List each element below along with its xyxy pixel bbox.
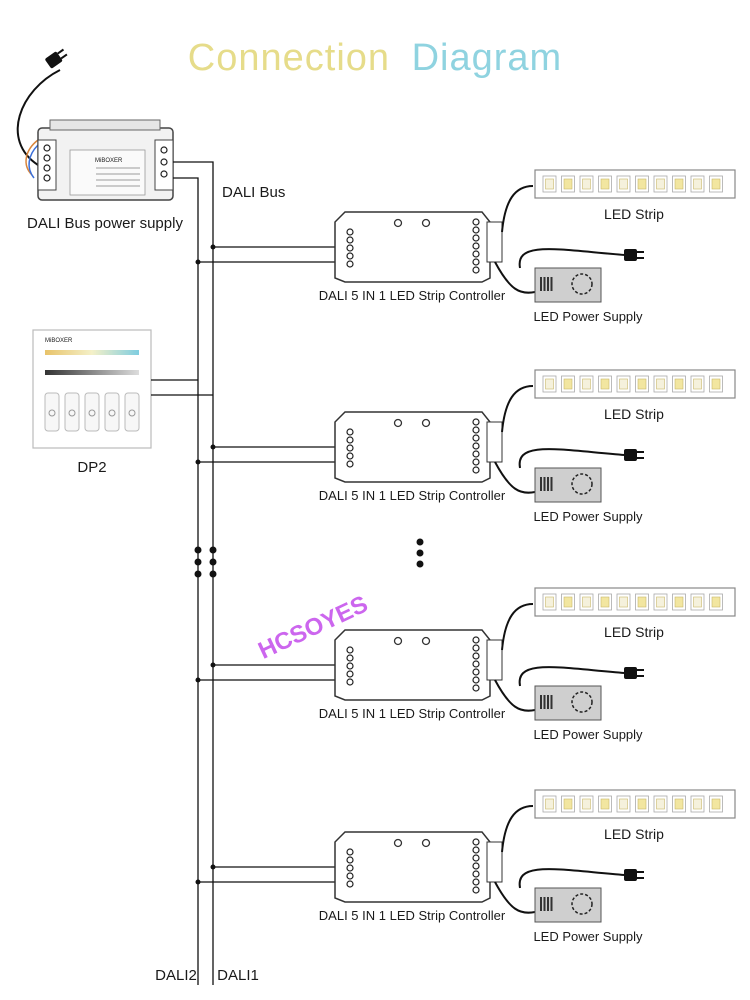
- controller-group: DALI 5 IN 1 LED Strip Controller LED Stri…: [195, 789, 736, 944]
- plug-icon: [624, 449, 644, 461]
- fan-icon: [571, 893, 593, 915]
- bus-tap-wires: [195, 244, 340, 265]
- bus-wires: [173, 161, 214, 985]
- title-word-diagram: Diagram: [412, 37, 563, 79]
- psu-brand-label: MiBOXER: [95, 158, 123, 164]
- bus-tap-wires: [195, 444, 340, 465]
- psu-output-cable: [494, 679, 536, 712]
- bus-continuation-dots: [194, 546, 217, 578]
- bus-tap-wires: [195, 864, 340, 885]
- dp2-label: DP2: [77, 459, 106, 476]
- controller-group: DALI 5 IN 1 LED Strip Controller LED Stri…: [195, 369, 736, 524]
- power-icon: [48, 409, 136, 417]
- led-strip-controller: [334, 831, 503, 903]
- fan-icon: [571, 691, 593, 713]
- diagram-title: Connection Diagram: [188, 37, 562, 79]
- led-strip-controller: [334, 211, 503, 283]
- fan-icon: [571, 473, 593, 495]
- dp2-wires: [151, 379, 213, 396]
- psu-mains-cable: [518, 868, 626, 889]
- dali-bus-power-supply: MiBOXER DALI Bus power supply: [16, 48, 183, 232]
- plug-icon: [624, 249, 644, 261]
- panel-brand-label: MiBOXER: [45, 338, 73, 344]
- strip-cable: [501, 385, 534, 433]
- led-strip-label: LED Strip: [604, 406, 664, 422]
- plug-icon: [45, 48, 68, 69]
- strip-cable: [501, 805, 534, 853]
- led-power-supply-label: LED Power Supply: [533, 727, 643, 742]
- led-power-supply-label: LED Power Supply: [533, 509, 643, 524]
- led-strip-label: LED Strip: [604, 826, 664, 842]
- plug-icon: [624, 869, 644, 881]
- fan-icon: [571, 273, 593, 295]
- dali-bus-label: DALI Bus: [222, 184, 285, 201]
- title-word-connection: Connection: [188, 37, 390, 79]
- psu-output-cable: [494, 881, 536, 914]
- led-strip-label: LED Strip: [604, 206, 664, 222]
- controller-group: DALI 5 IN 1 LED Strip Controller LED Stri…: [195, 169, 736, 324]
- controller-label: DALI 5 IN 1 LED Strip Controller: [319, 488, 506, 503]
- more-controllers-dots: [416, 538, 424, 568]
- controller-label: DALI 5 IN 1 LED Strip Controller: [319, 288, 506, 303]
- dali2-label: DALI2: [155, 967, 197, 984]
- bus-power-supply-label: DALI Bus power supply: [27, 215, 183, 232]
- psu-mains-cable: [518, 666, 626, 687]
- led-power-supply-label: LED Power Supply: [533, 309, 643, 324]
- led-strip-label: LED Strip: [604, 624, 664, 640]
- controller-label: DALI 5 IN 1 LED Strip Controller: [319, 908, 506, 923]
- led-strip: [534, 169, 736, 199]
- strip-cable: [501, 603, 534, 651]
- bus-tap-wires: [195, 662, 340, 683]
- controller-group: DALI 5 IN 1 LED Strip Controller LED Stri…: [195, 587, 736, 742]
- dp2-panel: MiBOXER DP2: [32, 329, 152, 476]
- psu-output-cable: [494, 261, 536, 294]
- led-strip: [534, 369, 736, 399]
- led-power-supply: [534, 685, 602, 721]
- color-temp-bar: [45, 350, 139, 355]
- psu-output-cable: [494, 461, 536, 494]
- controller-label: DALI 5 IN 1 LED Strip Controller: [319, 706, 506, 721]
- psu-mains-cable: [518, 248, 626, 269]
- led-power-supply: [534, 267, 602, 303]
- led-power-supply: [534, 887, 602, 923]
- panel-buttons: [44, 392, 140, 432]
- strip-cable: [501, 185, 534, 233]
- brightness-bar: [45, 370, 139, 375]
- plug-icon: [624, 667, 644, 679]
- led-power-supply-label: LED Power Supply: [533, 929, 643, 944]
- led-power-supply: [534, 467, 602, 503]
- led-strip-controller: [334, 411, 503, 483]
- psu-mains-cable: [518, 448, 626, 469]
- led-strip: [534, 789, 736, 819]
- led-strip-controller: [334, 629, 503, 701]
- dali1-label: DALI1: [217, 967, 259, 984]
- led-strip: [534, 587, 736, 617]
